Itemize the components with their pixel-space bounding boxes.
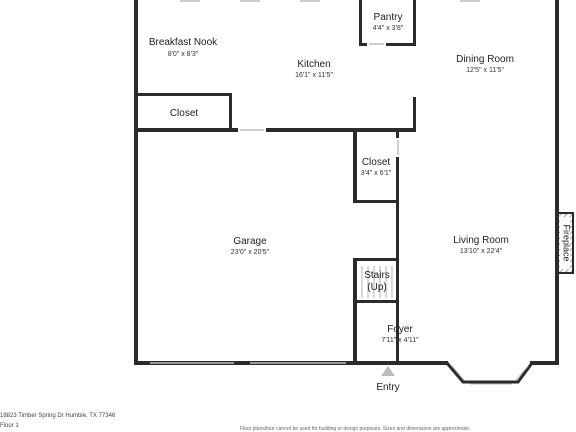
pantry-name: Pantry [374,12,403,23]
bay-window [445,362,534,384]
entry-label: Entry [376,382,399,393]
closet-upper-name: Closet [170,108,199,119]
pantry-dims: 4'4" x 3'8" [373,25,404,32]
disclaimer-text: Floor plans/tour cannot be used for buil… [240,426,471,432]
entry-arrow-icon [381,366,395,376]
closet-middle-name: Closet [362,157,391,168]
dining-room-name: Dining Room [456,54,514,65]
foyer-dims: 7'11" x 4'11" [381,337,419,344]
breakfast-nook-name: Breakfast Nook [149,37,218,48]
foyer-name: Foyer [387,324,413,335]
exterior-walls [134,0,559,365]
kitchen-name: Kitchen [297,59,330,70]
openings [150,0,480,364]
stair-treads [361,266,393,298]
garage-name: Garage [233,236,267,247]
kitchen-dims: 16'1" x 11'5" [295,72,333,79]
stairs-label: Stairs [364,270,390,281]
floor-label: Floor 1 [0,423,19,429]
closet-middle-dims: 3'4" x 6'1" [361,170,392,177]
living-room-dims: 13'10" x 22'4" [460,248,503,255]
dining-room-dims: 12'5" x 11'5" [466,67,504,74]
fireplace-label: Fireplace [562,224,572,261]
breakfast-nook-dims: 8'0" x 8'3" [168,51,199,58]
garage-dims: 23'0" x 20'5" [231,249,270,256]
interior-walls [134,0,416,365]
stairs-direction: (Up) [367,282,386,293]
address-text: 18823 Timber Spring Dr Humble, TX 77346 [0,413,116,419]
living-room-name: Living Room [453,235,509,246]
